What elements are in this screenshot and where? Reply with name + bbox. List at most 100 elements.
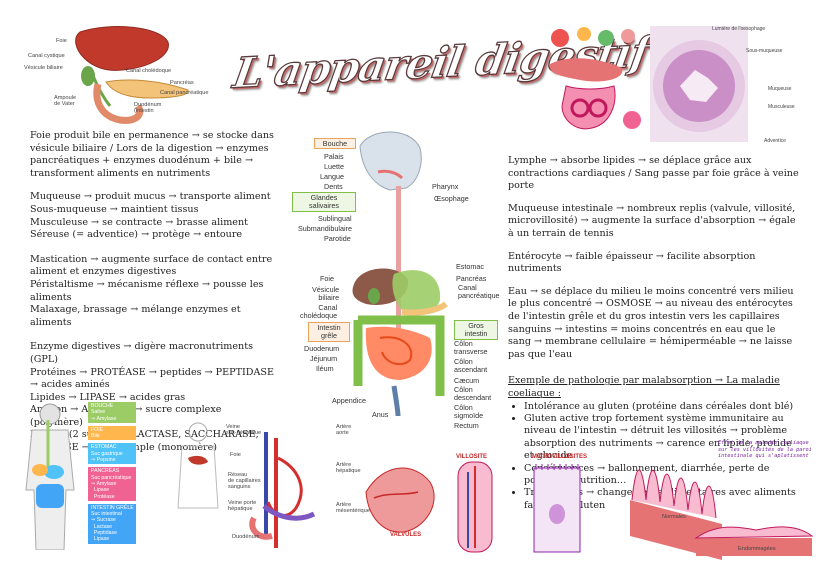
label-jejunum: Jéjunum xyxy=(310,354,338,363)
tunique-musculeuse: Musculeuse → se contracte → brasse alime… xyxy=(30,216,249,228)
legend-item-head: INTESTIN GRÊLE xyxy=(91,504,134,511)
label-normales: Normales xyxy=(662,514,686,520)
enzymes-line: Enzyme digestives → digère macronutrimen… xyxy=(30,341,254,365)
label-artere-aorte: Artère aorte xyxy=(336,424,352,436)
portal-circulation-diagram: Veine sus-hépatique Artère aorte Foie Ar… xyxy=(168,418,370,558)
label-duodenum-center: Duodenum xyxy=(304,344,340,353)
label-colon-transverse: Côlon transverse xyxy=(454,339,488,356)
label-rectum: Rectum xyxy=(454,421,479,430)
legend-item-sub: Suc gastrique ⇒ Pepsine xyxy=(91,450,123,464)
label-colon-descendant: Côlon descendant xyxy=(454,385,492,402)
label-veine-porte: Veine porte hépatique xyxy=(228,500,257,512)
paragraph-lymphe: Lymphe → absorbe lipides → se déplace gr… xyxy=(508,155,799,192)
paragraph-tuniques: Muqueuse → produit mucus → transporte al… xyxy=(30,191,276,241)
right-text-column: Lymphe → absorbe lipides → se déplace gr… xyxy=(508,155,800,512)
label-pancreas-center: Pancréas xyxy=(456,274,487,283)
tunique-sous-muqueuse: Sous-muqueuse → maintient tissus xyxy=(30,203,199,215)
oesophagus-cross-section: Lumière de l'oesophage Sous-muqueuse Muq… xyxy=(650,26,820,144)
malaxage-line: Malaxage, brassage → mélange enzymes et … xyxy=(30,304,241,328)
label-caecum: Cæcum xyxy=(454,376,480,385)
label-ampoule: Ampoule de Vater xyxy=(54,95,77,107)
celiac-illustration xyxy=(630,469,814,560)
celiac-villi-comparison: Effet de la maladie coeliaque sur les vi… xyxy=(626,440,818,562)
label-foie: Foie xyxy=(56,38,67,44)
body-silhouette xyxy=(25,403,75,551)
label-anus: Anus xyxy=(372,410,389,419)
label-ileum: Iléum xyxy=(316,364,334,373)
list-item: Intolérance au gluten (protéine dans cér… xyxy=(524,401,800,413)
legend-item-sub: Salive ⇒ Amylase xyxy=(91,409,117,422)
label-microvillosites: MICROVILLOSITES xyxy=(532,454,588,460)
label-pancreas: Pancréas xyxy=(170,80,194,86)
label-appendice: Appendice xyxy=(332,396,366,405)
label-colon-sigmoide: Côlon sigmoïde xyxy=(454,403,484,420)
pathology-title: Exemple de pathologie par malabsorption … xyxy=(508,375,780,399)
label-sous-muqueuse: Sous-muqueuse xyxy=(746,48,783,54)
label-foie-portal: Foie xyxy=(230,452,241,458)
peristaltisme-line: Péristaltisme → mécanisme réflexe → pous… xyxy=(30,278,264,303)
label-canal-choledoque-center: Canal cholédoque xyxy=(300,303,338,320)
label-artere-hepatique: Artère hépatique xyxy=(336,462,361,474)
label-muqueuse: Muqueuse xyxy=(768,86,792,92)
intestinal-villi-diagram: VILLOSITE MICROVILLOSITES VALVULES xyxy=(364,452,598,562)
label-foie-center: Foie xyxy=(320,274,334,283)
label-reseau-capillaires: Réseau de capillaires sanguins xyxy=(228,472,261,490)
list-item: Gluten active trop fortement système imm… xyxy=(524,413,800,463)
label-vesicule-center: Vésicule biliaire xyxy=(312,285,340,302)
legend-item-head: BOUCHE xyxy=(91,403,114,409)
label-oesophage: Œsophage xyxy=(434,194,469,203)
label-adventice: Adventice xyxy=(764,138,786,144)
label-dents: Dents xyxy=(324,182,343,191)
tunique-muqueuse: Muqueuse → produit mucus → transporte al… xyxy=(30,191,271,203)
digestive-illustration xyxy=(352,131,448,417)
paragraph-muqueuse-intestinale: Muqueuse intestinale → nombreux replis (… xyxy=(508,202,796,239)
label-luette: Luette xyxy=(324,162,344,171)
legend-item-head: ESTOMAC xyxy=(91,444,117,451)
label-langue: Langue xyxy=(320,172,344,181)
legend-item-head: FOIE xyxy=(91,426,104,433)
legend-item-sub: Suc intestinal ⇒ Sucrase Lactase Peptida… xyxy=(91,511,122,543)
tunique-sereuse: Séreuse (= adventice) → protège → entour… xyxy=(30,229,243,241)
label-pharynx: Pharynx xyxy=(432,182,459,191)
paragraph-bile: Foie produit bile en permanence → se sto… xyxy=(30,130,274,179)
mastication-line: Mastication → augmente surface de contac… xyxy=(30,253,273,278)
box-glandes-salivaires: Glandes salivaires xyxy=(292,192,356,212)
legend-item-sub: Bile xyxy=(91,433,100,440)
paragraph-mecanique: Mastication → augmente surface de contac… xyxy=(30,254,276,330)
label-canal-pancreatique-center: Canal pancréatique xyxy=(458,283,500,300)
villi-illustration xyxy=(365,461,581,553)
label-palais: Palais xyxy=(324,152,344,161)
paragraph-eau: Eau → se déplace du milieu le moins conc… xyxy=(508,285,794,360)
box-gros-intestin: Gros intestin xyxy=(454,320,498,340)
legend-item-head: PANCRÉAS xyxy=(91,468,120,475)
label-canal-cystique: Canal cystique xyxy=(28,53,65,59)
portal-illustration xyxy=(177,422,316,548)
label-lumiere: Lumière de l'oesophage xyxy=(712,26,766,32)
box-intestin-grele: Intestin grêle xyxy=(308,322,350,342)
label-colon-ascendant: Côlon ascendant xyxy=(454,357,488,374)
liver-illustration xyxy=(75,26,189,124)
celiac-caption: Effet de la maladie coeliaque sur les vi… xyxy=(718,440,812,460)
label-canal-pancreatique: Canal pancréatique xyxy=(160,90,209,96)
label-musculeuse: Musculeuse xyxy=(768,104,795,110)
label-valvules: VALVULES xyxy=(390,532,422,538)
label-veine-sus-hepatique: Veine sus-hépatique xyxy=(226,424,262,436)
label-submandibulaire: Submandibulaire xyxy=(298,224,352,233)
paragraph-enterocyte: Entérocyte → faible épaisseur → facilite… xyxy=(508,250,756,275)
proteines-line: Protéines → PROTÉASE → peptides → PEPTID… xyxy=(30,366,274,391)
cartoon-organs-image xyxy=(540,24,644,142)
label-artere-mesenterique: Artère mésentérique xyxy=(336,502,370,514)
label-villosite: VILLOSITE xyxy=(456,454,488,460)
liver-pancreas-diagram: Foie Canal cystique Vésicule biliaire Ca… xyxy=(10,20,220,130)
label-estomac: Estomac xyxy=(456,262,484,271)
legend-item-sub: Suc pancréatique ⇒ Amylase Lipase Protéa… xyxy=(91,474,132,500)
lipides-line: Lipides → LIPASE → acides gras xyxy=(30,391,186,403)
label-canal-choledoque: Canal cholédoque xyxy=(126,68,172,74)
